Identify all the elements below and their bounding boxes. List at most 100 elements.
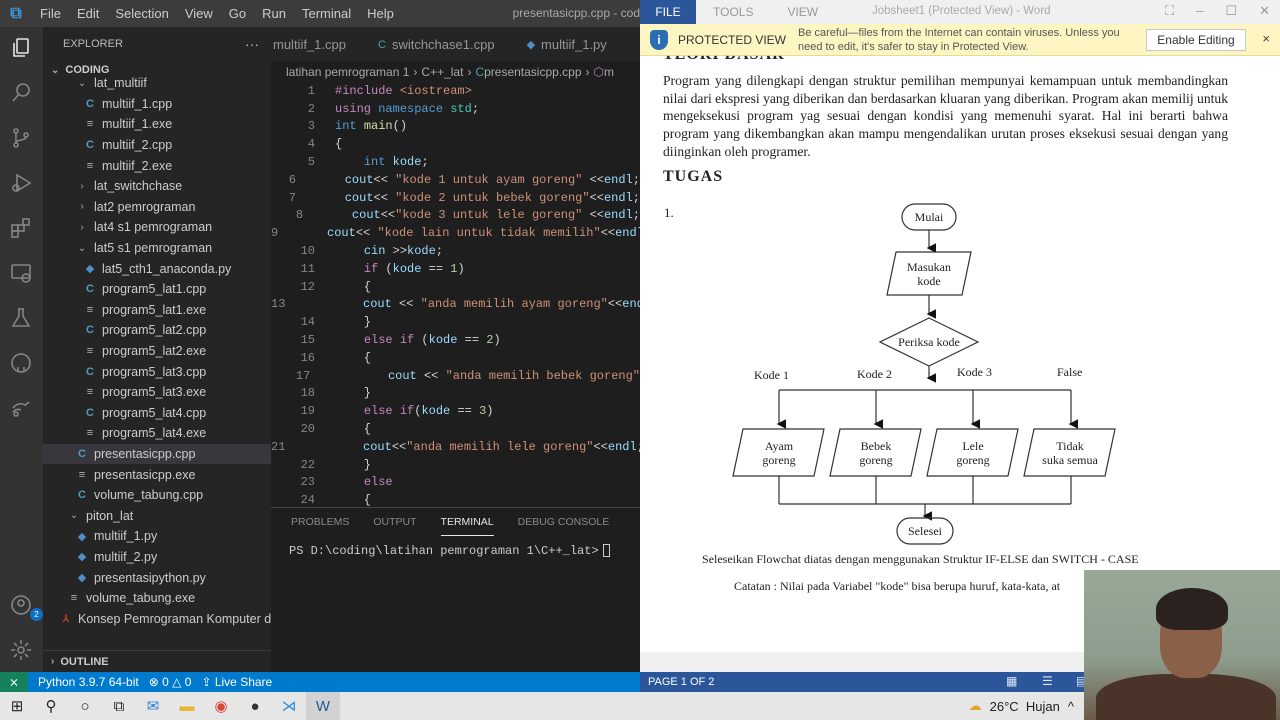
minimize-icon[interactable]: – — [1196, 3, 1204, 18]
breadcrumb-item[interactable]: C++_lat — [421, 65, 464, 79]
tree-item[interactable]: ›lat4 s1 pemrograman — [43, 217, 271, 238]
search-icon[interactable] — [8, 80, 34, 106]
tree-item[interactable]: ≡multiif_2.exe — [43, 155, 271, 176]
menu-terminal[interactable]: Terminal — [302, 6, 352, 21]
file-explorer-icon[interactable]: ▬ — [179, 697, 195, 715]
tree-item[interactable]: ◆presentasipython.py — [43, 567, 271, 588]
ribbon-tab-tools[interactable]: TOOLS — [713, 5, 754, 19]
accounts-icon[interactable]: 2 — [8, 592, 43, 621]
tree-item[interactable]: ◆multiif_1.py — [43, 526, 271, 547]
outline-section[interactable]: › OUTLINE — [43, 650, 271, 672]
workspace-root[interactable]: ⌄ CODING — [43, 61, 271, 79]
github-icon[interactable] — [8, 350, 34, 376]
menu-help[interactable]: Help — [367, 6, 394, 21]
tree-item[interactable]: ≡volume_tabung.exe — [43, 588, 271, 609]
menu-edit[interactable]: Edit — [76, 6, 100, 21]
maximize-icon[interactable]: ☐ — [1225, 3, 1238, 18]
tree-item[interactable]: ≡program5_lat1.exe — [43, 300, 271, 321]
explorer-more-button[interactable]: ··· — [245, 36, 259, 52]
close-icon[interactable]: × — [1262, 31, 1270, 46]
panel-tab-problems[interactable]: PROBLEMS — [291, 516, 350, 528]
menu-run[interactable]: Run — [262, 6, 286, 21]
close-window-icon[interactable]: ✕ — [1259, 3, 1270, 18]
explorer-icon[interactable] — [8, 35, 34, 61]
menu-file[interactable]: File — [40, 6, 61, 21]
extensions-icon[interactable] — [8, 215, 34, 241]
task-view-icon[interactable]: ⧉ — [113, 697, 125, 715]
breadcrumb-item[interactable]: presentasicpp.cpp — [484, 65, 582, 79]
tree-item[interactable]: ≡program5_lat3.exe — [43, 382, 271, 403]
tree-item[interactable]: ≡program5_lat4.exe — [43, 423, 271, 444]
panel-tab-terminal[interactable]: TERMINAL — [440, 508, 494, 536]
ribbon-tab-file[interactable]: FILE — [640, 0, 696, 24]
full-screen-icon[interactable]: ⛶ — [1165, 3, 1175, 18]
search-icon[interactable]: ⚲ — [45, 698, 57, 715]
remote-explorer-icon[interactable] — [8, 260, 34, 286]
obs-icon[interactable]: ● — [250, 697, 260, 715]
read-mode-icon[interactable]: ▦ — [1006, 674, 1018, 688]
breadcrumb-item[interactable]: m — [604, 65, 614, 79]
chrome-icon[interactable]: ◉ — [214, 698, 228, 715]
task-instruction: Seleseikan Flowchat diatas dengan menggu… — [702, 552, 1139, 566]
mail-icon[interactable]: ✉ — [146, 698, 160, 715]
menu-go[interactable]: Go — [228, 6, 247, 21]
document-page: TEORI DASAR Program yang dilengkapi deng… — [640, 56, 1280, 670]
run-debug-icon[interactable] — [8, 170, 34, 196]
vscode-icon[interactable]: ⋊ — [281, 698, 297, 715]
settings-gear-icon[interactable] — [8, 637, 34, 663]
remote-indicator-icon[interactable]: ⨯ — [0, 672, 28, 692]
python-interpreter[interactable]: Python 3.9.7 64-bit — [38, 675, 139, 689]
live-share-icon[interactable] — [8, 395, 34, 421]
flow-out-1-l2: goreng — [762, 453, 795, 467]
editor-tab[interactable]: ◆multiif_1.py — [513, 27, 625, 62]
line-number: 19 — [300, 404, 315, 419]
tree-item[interactable]: ≡program5_lat2.exe — [43, 341, 271, 362]
windows-start-icon[interactable]: ⊞ — [10, 698, 24, 715]
print-layout-icon[interactable]: ☰ — [1042, 674, 1053, 688]
tree-item[interactable]: ⌄piton_lat — [43, 505, 271, 526]
enable-editing-button[interactable]: Enable Editing — [1146, 29, 1246, 51]
tree-item[interactable]: ◆lat5_cth1_anaconda.py — [43, 258, 271, 279]
source-control-icon[interactable] — [8, 125, 34, 151]
tree-item[interactable]: ⌄lat_multiif — [43, 73, 271, 94]
tree-item[interactable]: ◆multiif_2.py — [43, 547, 271, 568]
tree-item[interactable]: ≡presentasicpp.exe — [43, 464, 271, 485]
tree-item[interactable]: ›lat2 pemrograman — [43, 197, 271, 218]
live-share-button[interactable]: ⇪ Live Share — [201, 675, 272, 689]
error-icon: ⊗ — [148, 675, 159, 689]
testing-icon[interactable] — [8, 305, 34, 331]
problems-indicator[interactable]: ⊗ 0 △ 0 — [149, 675, 192, 689]
breadcrumb-item[interactable]: latihan pemrograman 1 — [286, 65, 410, 79]
menu-view[interactable]: View — [184, 6, 213, 21]
panel-tab-debug-console[interactable]: DEBUG CONSOLE — [517, 516, 610, 528]
tree-item[interactable]: ›lat_switchchase — [43, 176, 271, 197]
page-indicator[interactable]: PAGE 1 OF 2 — [648, 676, 715, 688]
terminal[interactable]: PS D:\coding\latihan pemrograman 1\C++_l… — [271, 536, 640, 558]
tray-chevron-icon[interactable]: ^ — [1067, 698, 1074, 714]
protected-view-bar: i PROTECTED VIEW Be careful—files from t… — [640, 24, 1280, 56]
panel-tab-output[interactable]: OUTPUT — [373, 516, 417, 528]
word-icon[interactable]: W — [306, 692, 340, 720]
tree-item[interactable]: ≡multiif_1.exe — [43, 114, 271, 135]
weather-text[interactable]: 26°C Hujan — [989, 698, 1060, 714]
tree-item[interactable]: ⌄lat5 s1 pemrograman — [43, 238, 271, 259]
menu-selection[interactable]: Selection — [115, 6, 169, 21]
cortana-icon[interactable]: ○ — [80, 697, 90, 715]
ribbon-tab-view[interactable]: VIEW — [787, 5, 819, 19]
web-layout-icon[interactable]: ▤ — [1076, 674, 1088, 688]
tree-item-label: piton_lat — [86, 508, 134, 523]
line-content: } — [335, 386, 372, 401]
tab-label: multiif_1.cpp — [273, 37, 346, 52]
tree-item[interactable]: ⅄Konsep Pemrograman Komputer d... — [43, 608, 271, 629]
